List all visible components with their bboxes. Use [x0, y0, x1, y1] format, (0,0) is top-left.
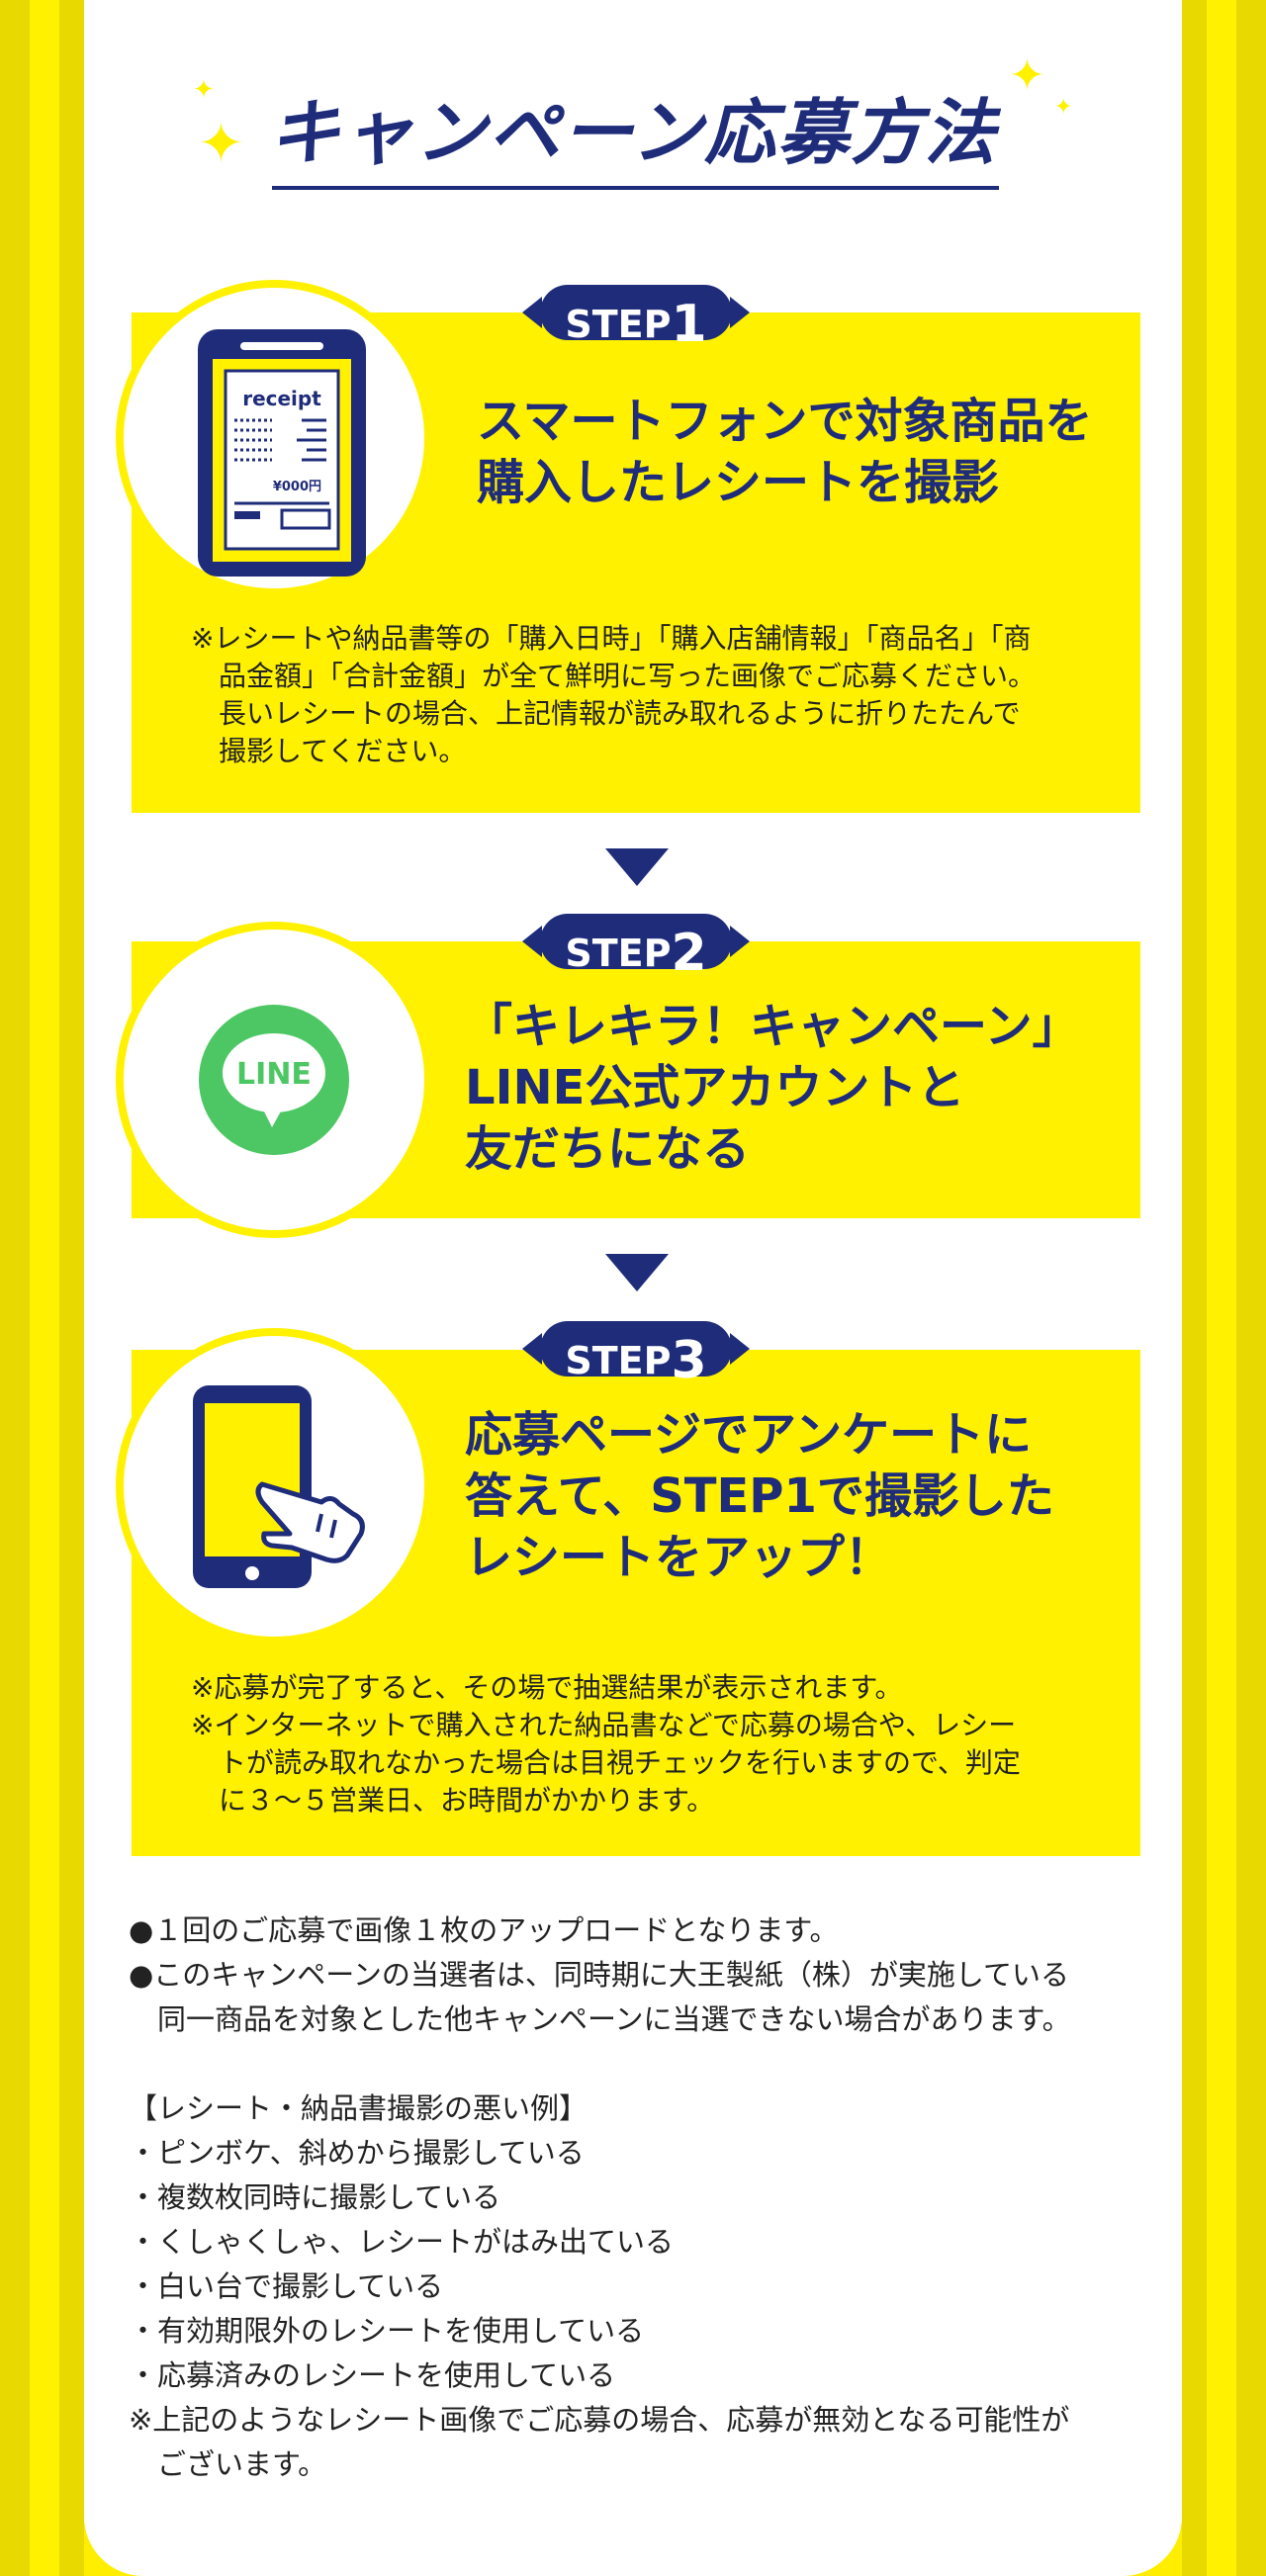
- step-3-number: 3: [671, 1331, 707, 1390]
- step-1-heading: スマートフォンで対象商品を 購入したレシートを撮影: [477, 394, 1093, 510]
- step-3-note: ※応募が完了すると、その場で抽選結果が表示されます。 ※インターネットで購入され…: [191, 1671, 1021, 1817]
- footer-line: ございます。: [129, 2447, 327, 2481]
- down-arrow-icon: [605, 1254, 669, 1291]
- footer-line: ・白い台で撮影している: [129, 2269, 444, 2303]
- step-2-number: 2: [671, 924, 707, 983]
- footer-notes: ●１回のご応募で画像１枚のアップロードとなります。 ●このキャンペーンの当選者は…: [129, 1909, 1071, 2487]
- step-3-badge: STEP3: [522, 1321, 750, 1390]
- step-3-icon-circle: [116, 1328, 432, 1644]
- sparkle-icon: ✦: [1009, 50, 1045, 101]
- footer-line: ・くしゃくしゃ、レシートがはみ出ている: [129, 2225, 675, 2259]
- footer-line: ●このキャンペーンの当選者は、同時期に大王製紙（株）が実施している: [129, 1958, 1069, 1992]
- line-label: LINE: [236, 1057, 312, 1092]
- footer-line: ・有効期限外のレシートを使用している: [129, 2314, 645, 2348]
- sparkle-icon: ✦: [193, 75, 215, 105]
- step-2-badge: STEP2: [522, 914, 750, 983]
- phone-tap-icon: [193, 1385, 365, 1588]
- down-arrow-icon: [605, 848, 669, 886]
- footer-line: ・複数枚同時に撮影している: [129, 2180, 501, 2214]
- footer-spacer: [129, 2042, 1071, 2087]
- sparkle-icon: ✦: [1054, 95, 1073, 120]
- sparkle-icon: ✦: [198, 112, 244, 176]
- step-1-number: 1: [671, 295, 707, 354]
- step-3-heading: 応募ページでアンケートに 答えて、STEP1で撮影した レシートをアップ！: [465, 1407, 1054, 1585]
- footer-line: ・応募済みのレシートを使用している: [129, 2358, 616, 2392]
- footer-line: ※上記のようなレシート画像でご応募の場合、応募が無効となる可能性が: [129, 2403, 1070, 2437]
- step-1-word: STEP: [565, 303, 672, 346]
- footer-line: 同一商品を対象とした他キャンペーンに当選できない場合があります。: [129, 2002, 1071, 2036]
- step-3-word: STEP: [565, 1339, 672, 1382]
- footer-line: ・ピンボケ、斜めから撮影している: [129, 2136, 585, 2170]
- step-1-note: ※レシートや納品書等の「購入日時」「購入店舗情報」「商品名」「商 品金額」「合計…: [191, 622, 1037, 767]
- footer-line: 【レシート・納品書撮影の悪い例】: [129, 2091, 588, 2125]
- step-2-word: STEP: [565, 932, 672, 975]
- line-logo-icon: LINE: [199, 1005, 349, 1155]
- title-underline: [272, 186, 999, 190]
- page-title: キャンペーン応募方法: [268, 91, 998, 174]
- phone-receipt-icon: receipt ¥000円: [198, 329, 366, 577]
- step-1-icon-circle: receipt ¥000円: [116, 280, 432, 596]
- right-border-stripe: [1207, 0, 1236, 2576]
- step-1-badge: STEP1: [522, 285, 750, 354]
- left-border-stripe: [30, 0, 59, 2576]
- receipt-amount: ¥000円: [273, 480, 321, 494]
- footer-line: ●１回のご応募で画像１枚のアップロードとなります。: [129, 1913, 839, 1947]
- receipt-title: receipt: [242, 387, 321, 410]
- step-2-heading: 「キレキラ！キャンペーン」 LINE公式アカウントと 友だちになる: [465, 999, 1080, 1177]
- step-2-icon-circle: LINE: [116, 922, 432, 1238]
